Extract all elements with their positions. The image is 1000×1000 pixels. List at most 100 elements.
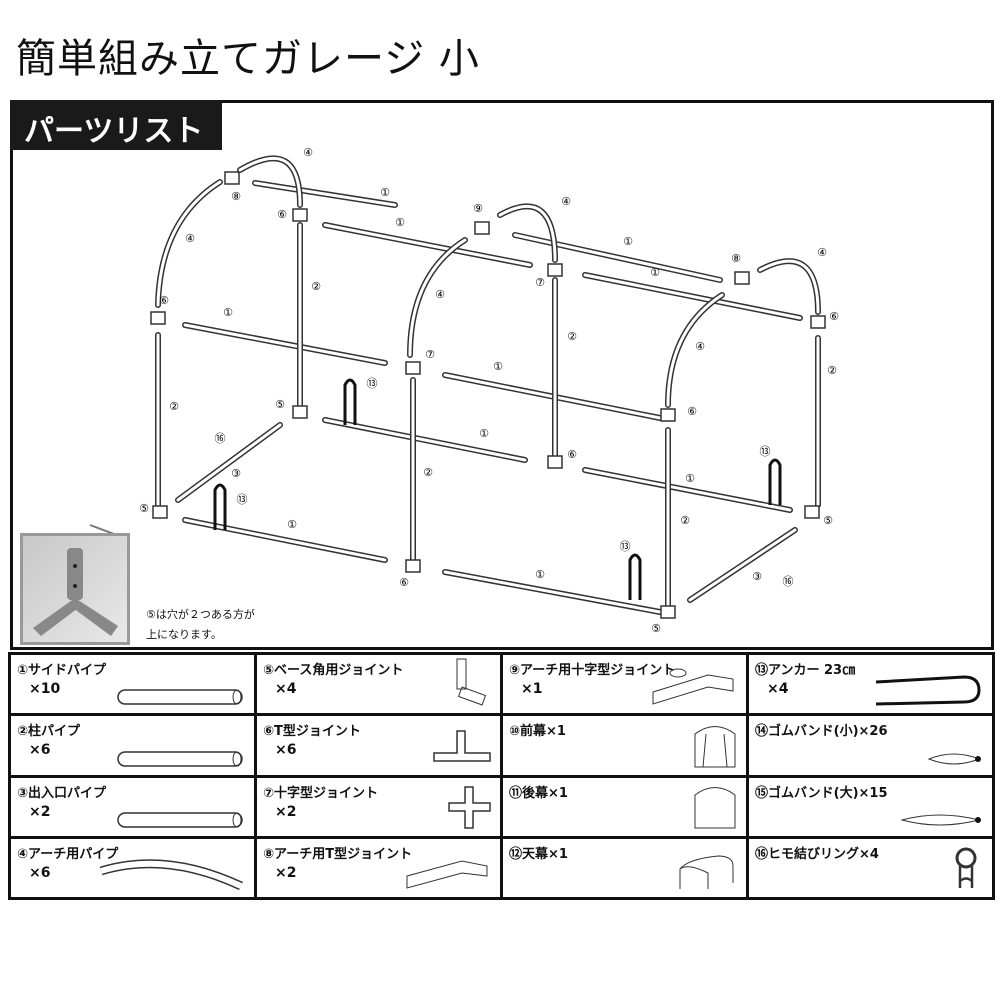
part-cell: ⑬アンカー 23㎝ ×4 [749, 655, 992, 714]
arch-t-joint-icon [406, 860, 488, 889]
part-cell: ②柱パイプ×6 [11, 716, 254, 775]
side-pipe [442, 569, 663, 615]
arch-pipe [155, 179, 223, 308]
arch-pipe-label: ④ [695, 340, 705, 353]
corner-joint-photo-icon [33, 548, 118, 636]
base-joint-label: ⑤ [139, 502, 149, 515]
t-joint-label: ⑥ [687, 405, 697, 418]
pillar-pipe-label: ② [827, 364, 837, 377]
joint-icon [734, 271, 750, 285]
joint-icon [660, 605, 676, 619]
front-cover-icon [694, 725, 736, 767]
joint-icon [224, 171, 240, 185]
curved-pipe-icon [99, 859, 243, 891]
straight-pipe-icon [117, 812, 243, 828]
part-quantity: ×2 [29, 803, 51, 820]
arch-pipe-label: ④ [817, 246, 827, 259]
arch-pipe [237, 155, 303, 208]
part-cell: ④アーチ用パイプ×6 [11, 838, 254, 897]
note-line: ⑤は穴が２つある方が [146, 608, 255, 621]
rubber-band-large-icon [900, 814, 981, 826]
arch-pipe [407, 237, 468, 358]
cross-joint-icon [448, 786, 491, 829]
entry-pipe [687, 527, 798, 603]
joint-icon [152, 505, 168, 519]
part-cell: ①サイドパイプ×10 [11, 655, 254, 714]
base-joint-label: ⑤ [651, 622, 661, 635]
part-quantity: ×4 [767, 681, 789, 697]
part-quantity: ×6 [29, 864, 51, 881]
arch-pipe-label: ④ [303, 146, 313, 159]
side-pipe-label: ① [685, 472, 695, 485]
part-cell: ⑪後幕×1 [503, 777, 746, 836]
side-pipe-label: ① [479, 427, 489, 440]
part-name: ⑭ゴムバンド(小)×26 [755, 724, 888, 740]
side-pipe [582, 467, 793, 513]
side-pipe [322, 417, 528, 463]
joint-icon [660, 408, 676, 422]
t-joint-icon [433, 729, 491, 762]
part-quantity: ×6 [275, 742, 297, 759]
anchor-icon [628, 553, 642, 600]
joint-icon [292, 208, 308, 222]
part-name: ③出入口パイプ [17, 785, 107, 801]
side-pipe [322, 222, 533, 268]
part-quantity: ×4 [275, 681, 297, 697]
side-pipe-label: ① [223, 306, 233, 319]
side-pipe-label: ① [287, 518, 297, 531]
side-pipe-label: ① [623, 235, 633, 248]
part-name: ⑦十字型ジョイント [263, 785, 379, 801]
tie-ring-icon [955, 847, 977, 888]
corner-joint-icon [456, 658, 487, 706]
side-pipe-label: ① [650, 266, 660, 279]
side-pipe [582, 272, 803, 321]
roof-cover-icon [679, 855, 734, 889]
joint-icon [810, 315, 826, 329]
back-cover-icon [694, 786, 736, 829]
arch-pipe-label: ④ [561, 195, 571, 208]
side-pipe-label: ① [380, 186, 390, 199]
cross-joint-label: ⑦ [425, 348, 435, 361]
part-cell: ⑮ゴムバンド(大)×15 [749, 777, 992, 836]
part-cell: ③出入口パイプ ×2 [11, 777, 254, 836]
anchor-label: ⑬ [367, 377, 378, 390]
part-name: ⑧アーチ用T型ジョイント [263, 846, 413, 862]
side-pipe [182, 517, 388, 563]
side-pipe [252, 180, 398, 208]
part-quantity: ×1 [521, 681, 543, 697]
part-name: ⑯ヒモ結びリング×4 [755, 846, 879, 862]
part-name: ⑩前幕×1 [509, 724, 566, 740]
u-anchor-icon [875, 675, 981, 706]
part-quantity: ×10 [29, 681, 61, 697]
arch-t-joint-label: ⑧ [231, 190, 241, 203]
base-joint-label: ⑤ [275, 398, 285, 411]
base-joint-note: ⑤は穴が２つある方が 上になります。 [146, 605, 255, 645]
part-name: ⑮ゴムバンド(大)×15 [755, 785, 888, 801]
part-name: ⑬アンカー 23㎝ [755, 663, 856, 678]
t-joint-label: ⑥ [567, 448, 577, 461]
t-joint-label: ⑥ [399, 576, 409, 589]
straight-pipe-icon [117, 750, 243, 767]
joint-icon [804, 505, 820, 519]
part-name: ⑥T型ジョイント [263, 724, 361, 740]
arch-cross-joint-label: ⑨ [473, 202, 483, 215]
part-cell: ⑥T型ジョイント ×6 [257, 716, 500, 775]
part-cell: ⑯ヒモ結びリング×4 [749, 838, 992, 897]
arch-pipe [757, 258, 821, 315]
joint-icon [405, 361, 421, 375]
straight-pipe-icon [117, 689, 243, 705]
part-name: ⑨アーチ用十字型ジョイント [509, 663, 676, 678]
part-name: ②柱パイプ [17, 724, 81, 740]
pillar-pipe-label: ② [680, 514, 690, 527]
joint-icon [474, 221, 490, 235]
side-pipe-label: ① [395, 216, 405, 229]
part-cell: ⑦十字型ジョイント ×2 [257, 777, 500, 836]
t-joint-label: ⑥ [829, 310, 839, 323]
part-quantity: ×2 [275, 803, 297, 820]
anchor-label: ⑬ [237, 493, 248, 506]
part-cell: ⑧アーチ用T型ジョイント×2 [257, 838, 500, 897]
base-joint-label: ⑤ [823, 514, 833, 527]
entry-pipe-label: ③ [752, 570, 762, 583]
pillar-pipe-label: ② [567, 330, 577, 343]
